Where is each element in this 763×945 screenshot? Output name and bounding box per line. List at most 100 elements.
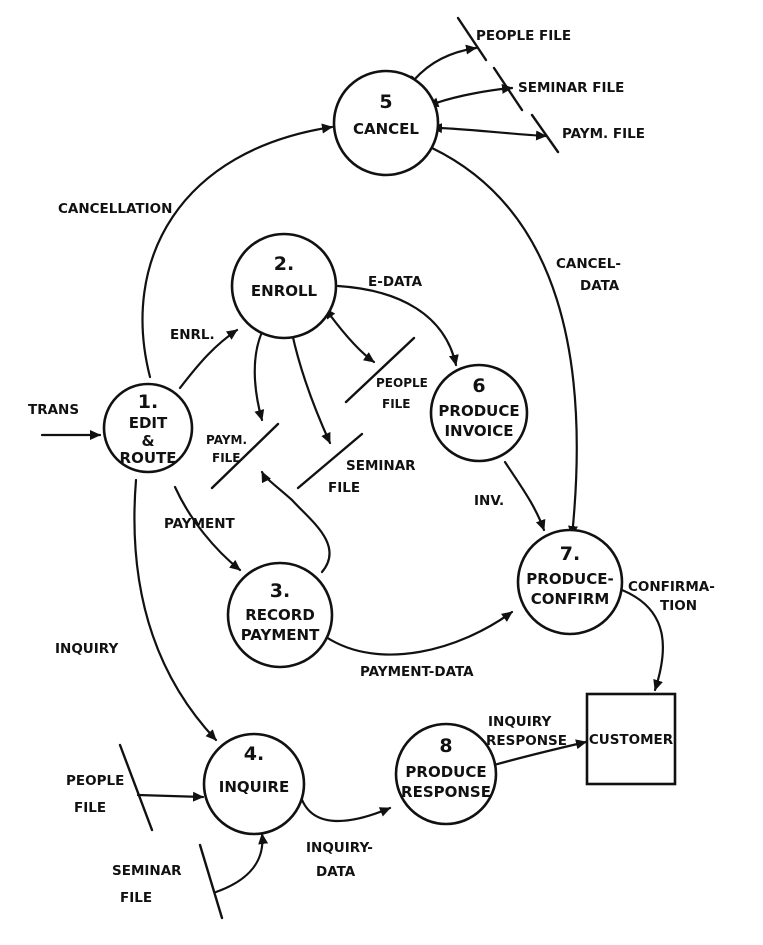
process-record-payment: 3. RECORD PAYMENT — [226, 561, 334, 669]
cancel-data-label-2: DATA — [580, 278, 620, 294]
process-6-line2: INVOICE — [444, 422, 513, 440]
flow-labels: TRANS CANCELLATION ENRL. E-DATA CANCEL- … — [28, 201, 715, 880]
process-enroll: 2. ENROLL — [230, 232, 338, 340]
flow-cancel-seminar-file — [427, 83, 514, 108]
paym-file-mid-label-1: PAYM. — [206, 433, 247, 447]
store-line-seminar-file-top — [492, 66, 524, 112]
store-line-paym-file-mid — [210, 422, 280, 490]
external-customer: CUSTOMER — [585, 692, 677, 786]
process-circle-7 — [516, 528, 624, 636]
process-3-number: 3. — [270, 580, 290, 602]
flow-inquiry-arrow — [133, 478, 218, 742]
process-3-line2: PAYMENT — [241, 626, 320, 644]
process-8-line1: PRODUCE — [405, 763, 486, 781]
process-produce-response: 8 PRODUCE RESPONSE — [394, 722, 498, 826]
customer-label: CUSTOMER — [589, 732, 674, 748]
flow-enroll-paym-file — [253, 330, 265, 422]
cancellation-label: CANCELLATION — [58, 201, 172, 217]
confirmation-label-1: CONFIRMA- — [628, 579, 715, 595]
people-file-bot-label-2: FILE — [74, 800, 106, 816]
process-produce-confirm: 7. PRODUCE- CONFIRM — [516, 528, 624, 636]
people-file-bot-label-1: PEOPLE — [66, 773, 124, 789]
payment-label: PAYMENT — [164, 516, 236, 532]
people-file-mid-label-2: FILE — [382, 397, 411, 411]
flow-lines — [40, 44, 664, 894]
process-1-number: 1. — [138, 391, 158, 413]
flow-enroll-people-file — [324, 307, 376, 364]
flow-record-paym-file — [260, 470, 331, 574]
seminar-file-bot-label-2: FILE — [120, 890, 152, 906]
people-file-top-label: PEOPLE FILE — [476, 28, 571, 44]
store-labels: PEOPLE FILE SEMINAR FILE PAYM. FILE PEOP… — [66, 28, 645, 906]
process-4-number: 4. — [244, 743, 264, 765]
flow-cancel-paym-file — [431, 123, 548, 141]
store-line-seminar-file-mid — [296, 432, 364, 490]
process-circle-1 — [102, 382, 194, 474]
process-4-line1: INQUIRE — [219, 778, 289, 796]
seminar-file-mid-label-1: SEMINAR — [346, 458, 416, 474]
store-line-seminar-file-bot — [198, 843, 224, 920]
store-line-people-file-bot — [118, 743, 154, 832]
process-circle-3 — [226, 561, 334, 669]
process-7-line2: CONFIRM — [531, 590, 610, 608]
process-6-line1: PRODUCE — [438, 402, 519, 420]
process-produce-invoice: 6 PRODUCE INVOICE — [429, 363, 529, 463]
flow-people-file-inquire — [136, 791, 205, 802]
process-7-line1: PRODUCE- — [526, 570, 613, 588]
inquiry-data-label-2: DATA — [316, 864, 356, 880]
inquiry-label: INQUIRY — [55, 641, 118, 657]
customer-box — [585, 692, 677, 786]
inquiry-data-label-1: INQUIRY- — [306, 840, 373, 856]
process-circle-5 — [332, 69, 440, 177]
process-5-number: 5 — [379, 91, 392, 113]
process-3-line1: RECORD — [245, 606, 315, 624]
store-line-people-file-top — [456, 16, 488, 62]
flow-payment-arrow — [173, 485, 242, 572]
inquiry-response-label-1: INQUIRY — [488, 714, 551, 730]
flow-cancellation-arrow — [141, 123, 334, 379]
flow-cancel-people-file — [408, 44, 478, 87]
process-7-number: 7. — [560, 543, 580, 565]
inquiry-response-label-2: RESPONSE — [486, 733, 567, 749]
inv-label: INV. — [474, 493, 504, 509]
data-stores — [118, 16, 560, 920]
process-cancel: 5 CANCEL — [332, 69, 440, 177]
people-file-mid-label-1: PEOPLE — [376, 376, 428, 390]
process-circle-2 — [230, 232, 338, 340]
process-2-number: 2. — [274, 253, 294, 275]
flow-e-data-arrow — [336, 284, 459, 367]
process-inquire: 4. INQUIRE — [202, 732, 306, 836]
process-5-line1: CANCEL — [353, 120, 419, 138]
process-1-line2: & — [141, 432, 154, 450]
process-edit-route: 1. EDIT & ROUTE — [102, 382, 194, 474]
trans-label: TRANS — [28, 402, 79, 418]
flow-inquiry-response-arrow — [492, 739, 588, 767]
store-line-people-file-mid — [344, 336, 416, 404]
flow-cancel-data-arrow — [430, 146, 578, 538]
payment-data-label: PAYMENT-DATA — [360, 664, 474, 680]
flow-confirmation-arrow — [620, 588, 664, 692]
process-2-line1: ENROLL — [251, 282, 318, 300]
flow-enrl-arrow — [178, 328, 239, 390]
flow-inv-arrow — [503, 460, 546, 532]
process-8-line2: RESPONSE — [401, 783, 491, 801]
cancel-data-label-1: CANCEL- — [556, 256, 621, 272]
flow-payment-data-arrow — [324, 610, 514, 656]
seminar-file-bot-label-1: SEMINAR — [112, 863, 182, 879]
process-circle-8 — [394, 722, 498, 826]
process-circle-4 — [202, 732, 306, 836]
process-1-line3: ROUTE — [120, 449, 177, 467]
paym-file-mid-label-2: FILE — [212, 451, 241, 465]
paym-file-top-label: PAYM. FILE — [562, 126, 645, 142]
process-8-number: 8 — [439, 735, 452, 757]
process-1-line1: EDIT — [129, 414, 168, 432]
seminar-file-top-label: SEMINAR FILE — [518, 80, 624, 96]
process-circle-6 — [429, 363, 529, 463]
confirmation-label-2: TION — [660, 598, 697, 614]
process-6-number: 6 — [472, 375, 485, 397]
e-data-label: E-DATA — [368, 274, 423, 290]
store-line-paym-file-top — [530, 113, 560, 154]
flow-enroll-seminar-file — [287, 324, 332, 445]
enrl-label: ENRL. — [170, 327, 215, 343]
